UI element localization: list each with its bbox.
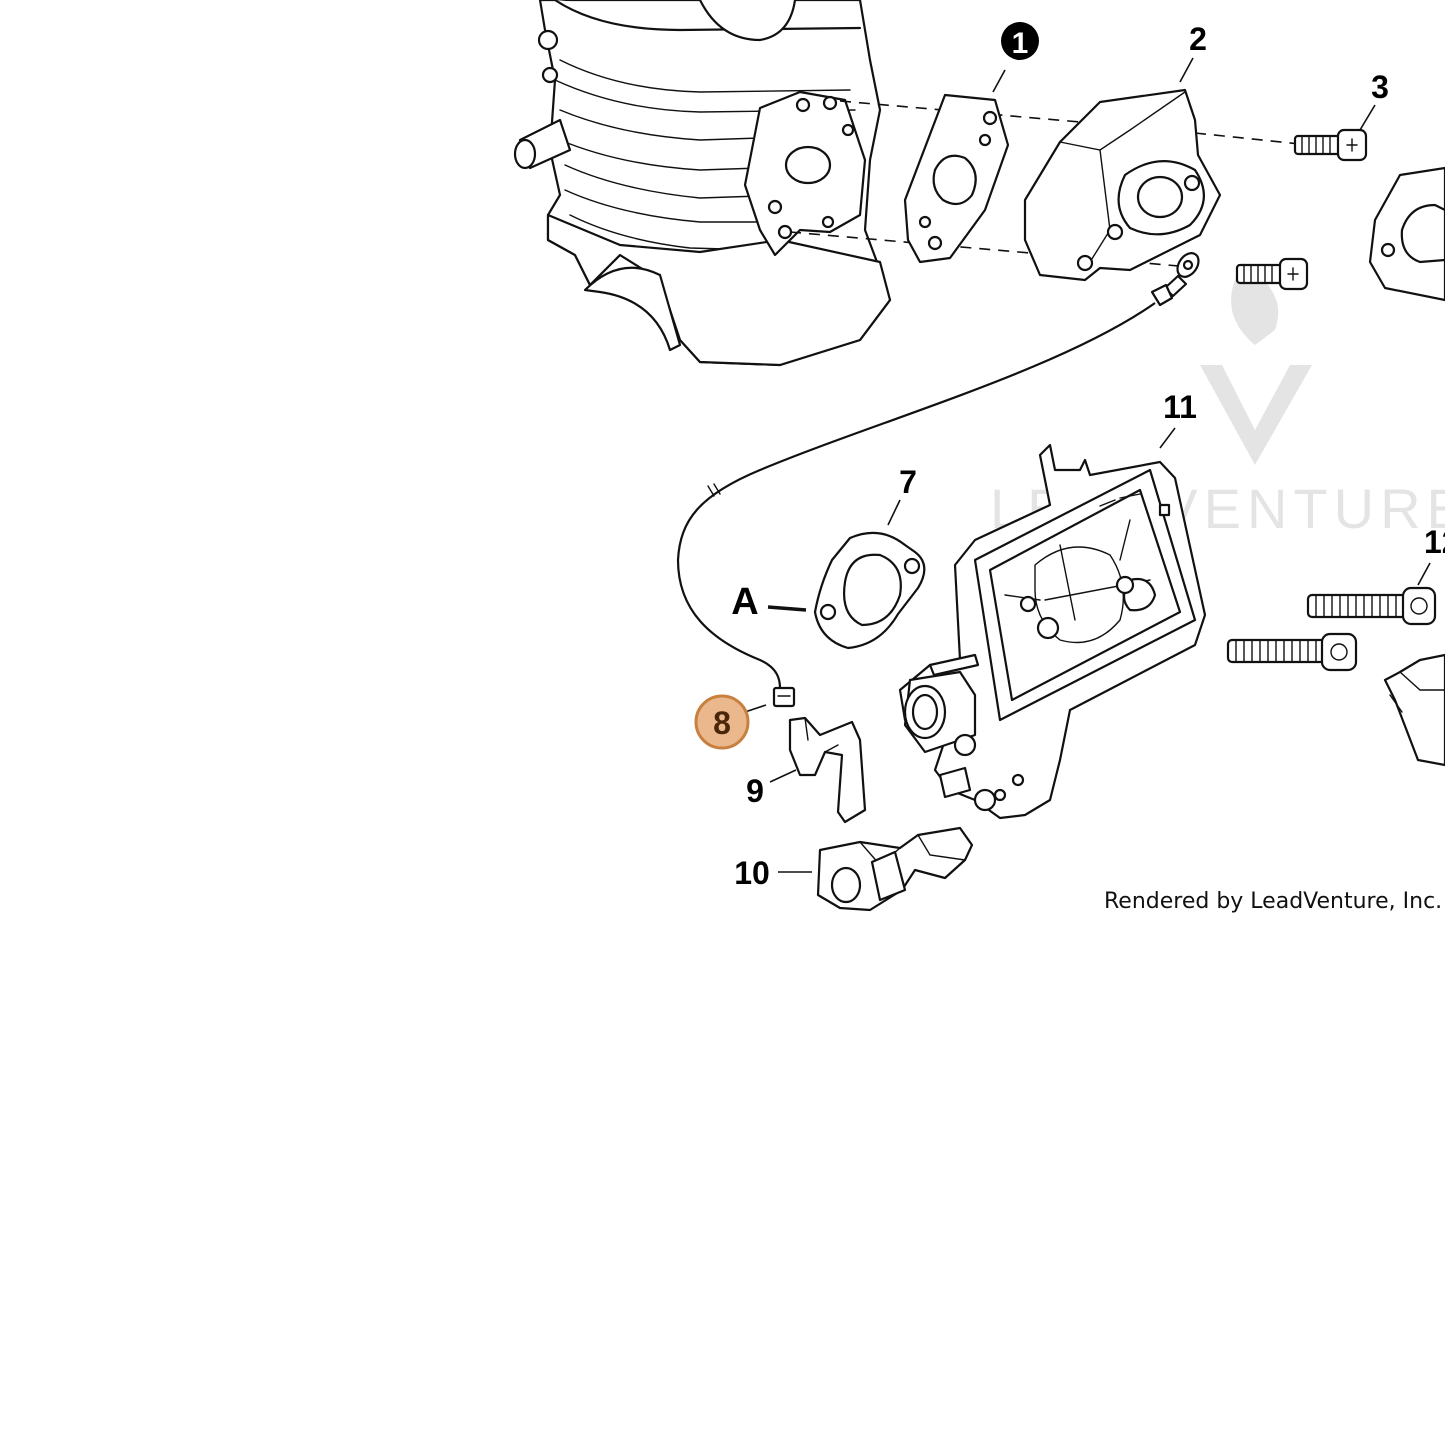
callout-3-label[interactable]: 3	[1371, 69, 1389, 105]
callout-8-label: 8	[713, 705, 731, 741]
intake-adapter-part-2	[1023, 88, 1222, 282]
callout-2-label[interactable]: 2	[1189, 21, 1207, 57]
wire-harness	[676, 252, 1200, 708]
callout-1[interactable]: 1	[1001, 22, 1039, 60]
screw-part-3	[1293, 128, 1368, 162]
screw-part-12	[1306, 586, 1437, 626]
callout-A-label[interactable]: A	[731, 581, 758, 623]
leader-lines	[741, 57, 1431, 873]
gasket-right-edge	[1368, 166, 1445, 302]
flame-logo-icon	[1200, 262, 1312, 465]
render-credit: Rendered by LeadVenture, Inc.	[1104, 889, 1442, 914]
callout-8-highlighted[interactable]: 8	[694, 694, 750, 750]
bracket-part-10	[816, 826, 974, 912]
callout-9-label[interactable]: 9	[746, 773, 764, 809]
callout-1-label: 1	[1012, 27, 1029, 60]
callout-11-label[interactable]: 11	[1163, 389, 1197, 425]
screw-part-lower	[1235, 257, 1309, 291]
callout-7-label[interactable]: 7	[899, 464, 917, 500]
callout-12-label[interactable]: 12	[1424, 524, 1445, 560]
callout-10-label[interactable]: 10	[734, 855, 770, 891]
bracket-part-9	[788, 716, 867, 824]
air-filter-base-part-11	[898, 443, 1207, 820]
engine-cylinder	[513, 0, 892, 367]
gasket-part-1	[903, 93, 1010, 264]
screw-part-12-second	[1226, 632, 1358, 672]
gasket-part-7	[813, 531, 926, 650]
bracket-right-edge	[1383, 653, 1445, 767]
